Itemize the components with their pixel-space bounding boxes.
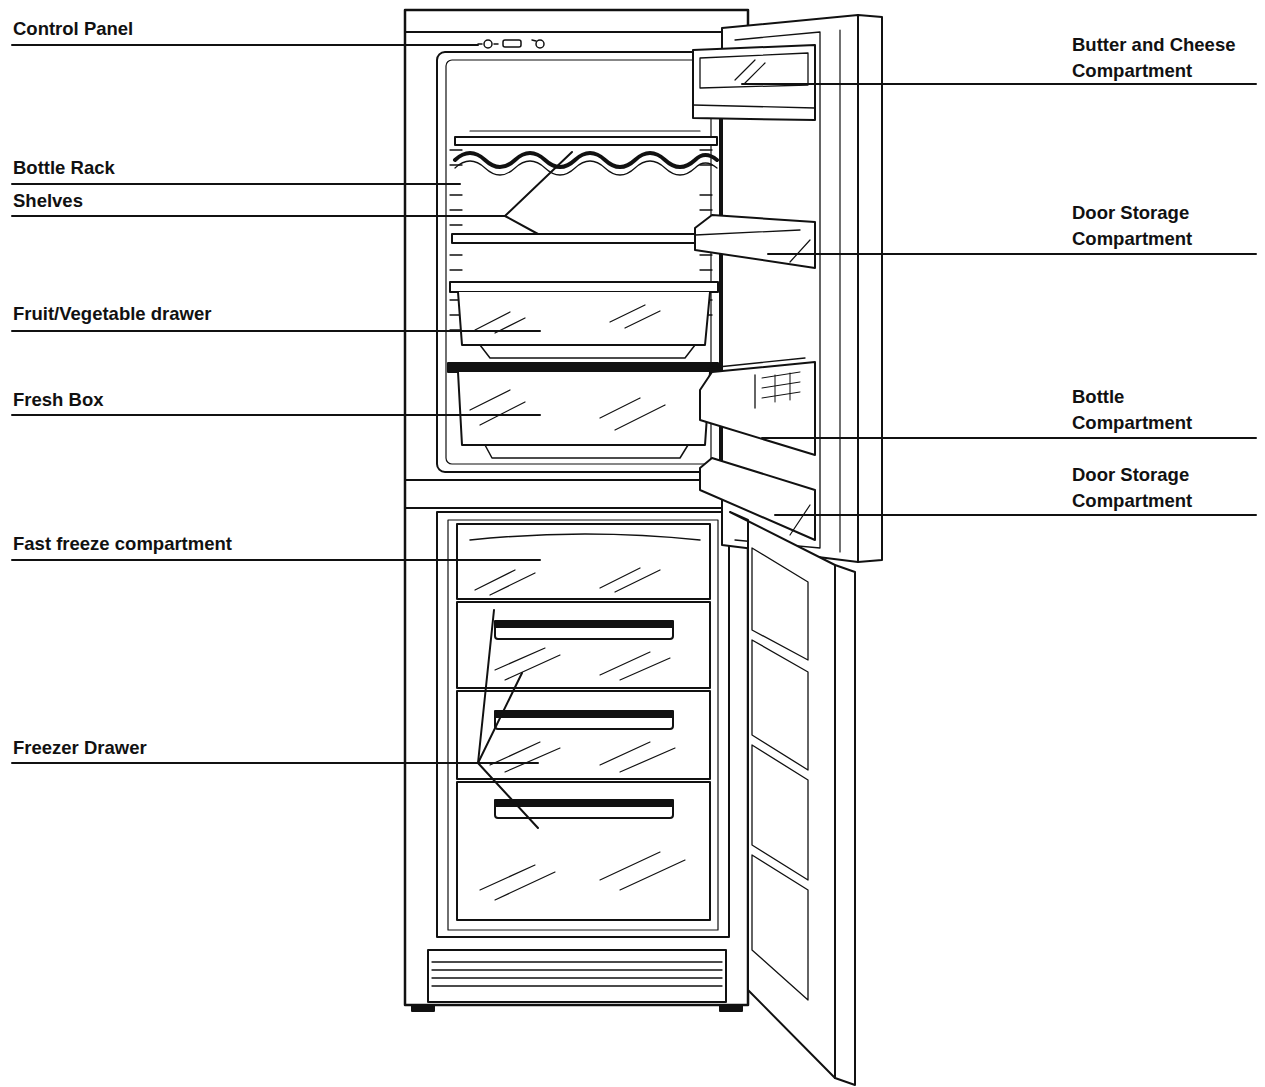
drawer-cover [450,282,718,292]
fridge-liner [437,52,720,472]
bottle-grid [762,372,800,402]
part-label: Fast freeze compartment [13,531,393,557]
part-label: Shelves [13,188,333,214]
top-strip [405,10,748,32]
door-shelf [695,215,815,268]
freezer-drawer [457,691,710,779]
part-label: Freezer Drawer [13,735,333,761]
cabinet-outline [405,10,748,1005]
fridge-inner [446,60,711,464]
bottle-compartment [700,362,815,455]
glass-hatching [470,305,665,430]
part-label: Fruit/Vegetable drawer [13,301,393,327]
shelf [455,137,717,145]
part-label: Door Storage Compartment [1072,200,1212,252]
fresh-box-cover [448,363,718,372]
freezer-door [730,512,855,1085]
part-label: Bottle Rack [13,155,333,181]
freezer-drawer [457,602,710,688]
part-label: Fresh Box [13,387,333,413]
part-label: Door Storage Compartment [1072,462,1212,514]
part-label: Control Panel [13,16,333,42]
fast-freeze [457,524,710,599]
freezer-door-panels [752,548,808,1000]
base-grille [428,950,726,1002]
shelf [452,234,717,243]
part-label: Bottle Compartment [1072,384,1212,436]
butter-compartment [693,45,815,120]
freezer-liner [437,512,729,937]
freezer-drawer [457,782,710,920]
bottle-rack [455,153,717,167]
fruit-drawer [458,292,710,345]
fresh-box [458,372,710,445]
control-knobs [478,40,544,48]
glass-hatching [475,568,685,900]
part-label: Butter and Cheese Compartment [1072,32,1264,84]
leader-lines [12,45,1256,828]
